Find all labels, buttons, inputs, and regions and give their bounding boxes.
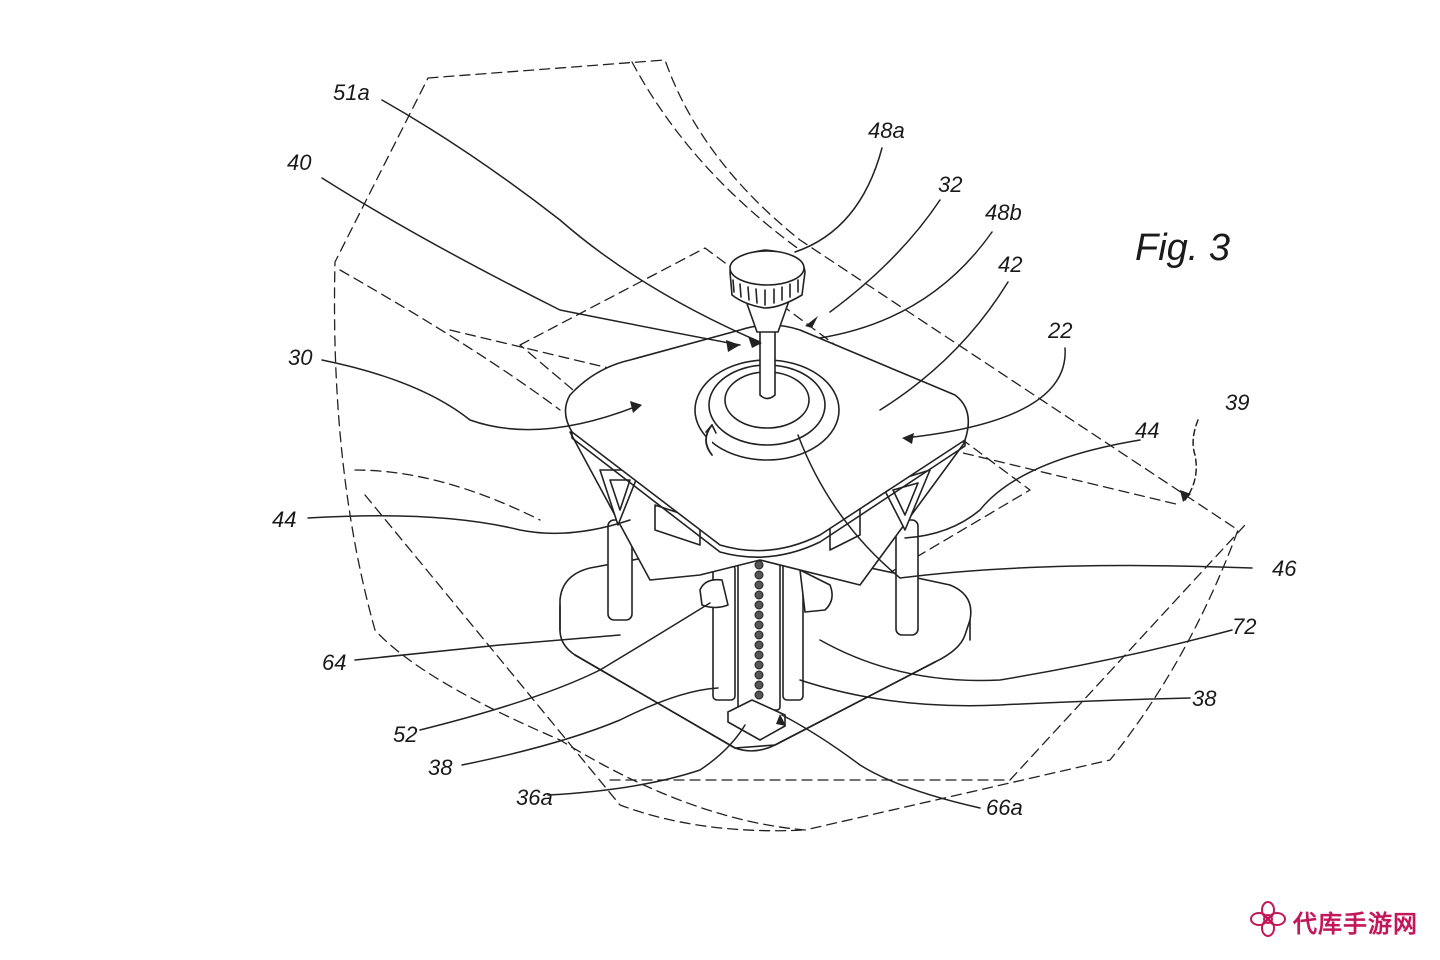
bottom-block [727,699,786,741]
reference-labels: 51a 48a 40 32 48b 42 22 30 39 44 44 46 7… [272,80,1297,820]
label-66a: 66a [986,795,1023,820]
watermark-text: 代库手游网 [1293,910,1418,938]
label-52: 52 [393,722,417,747]
arrowheads [630,316,1191,726]
watermark: 代库手游网 [1249,900,1418,943]
label-64: 64 [322,650,346,675]
label-38-right: 38 [1192,686,1217,711]
label-44-left: 44 [272,507,296,532]
label-44-right: 44 [1135,418,1159,443]
label-72: 72 [1232,614,1256,639]
label-39: 39 [1225,390,1249,415]
joystick-knob [729,249,806,309]
label-42: 42 [998,252,1022,277]
label-46: 46 [1272,556,1297,581]
label-38-left: 38 [428,755,453,780]
label-40: 40 [287,150,312,175]
label-30: 30 [288,345,313,370]
label-22: 22 [1047,318,1072,343]
label-51a: 51a [333,80,370,105]
flower-logo-icon [1249,900,1287,943]
gimbal-rings [694,359,840,461]
label-48b: 48b [985,200,1022,225]
leader-lines [307,99,1253,809]
label-36a: 36a [516,785,553,810]
label-32: 32 [938,172,962,197]
side-brackets [699,569,833,613]
label-48a: 48a [868,118,905,143]
bead-chain [754,560,764,700]
figure-title: Fig. 3 [1135,227,1230,269]
